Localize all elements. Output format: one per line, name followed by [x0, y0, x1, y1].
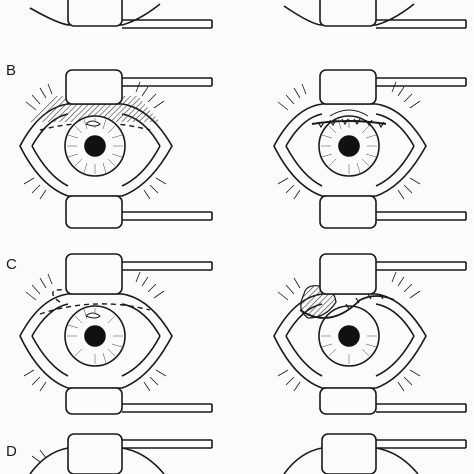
- panel-label-b: B: [6, 62, 17, 79]
- pupil-b-right: [338, 135, 360, 157]
- pupil-b-left: [84, 135, 106, 157]
- lashes-c-left: [23, 271, 167, 392]
- pupil-c-left: [84, 325, 106, 347]
- eye-d-left-partial: [29, 433, 213, 474]
- iris-striations-c-right: [321, 335, 377, 364]
- panel-label-d: D: [6, 443, 17, 460]
- eye-c-right: [273, 253, 467, 415]
- eye-top-right-partial: [283, 0, 467, 29]
- lashes-b-right: [277, 81, 421, 200]
- pupil-c-right: [338, 325, 360, 347]
- lashes-c-right: [277, 271, 421, 392]
- eye-b-right: [273, 69, 467, 229]
- lashes-lower-b-left: [23, 177, 167, 200]
- lashes-upper-b-left: [25, 81, 165, 111]
- iris-striations-b-right: [321, 118, 377, 174]
- eye-d-right-partial: [283, 433, 467, 474]
- eye-top-left-partial: [29, 0, 213, 29]
- eye-b-left: [19, 69, 213, 229]
- eye-c-left: [19, 253, 213, 415]
- panel-label-c: C: [6, 256, 17, 273]
